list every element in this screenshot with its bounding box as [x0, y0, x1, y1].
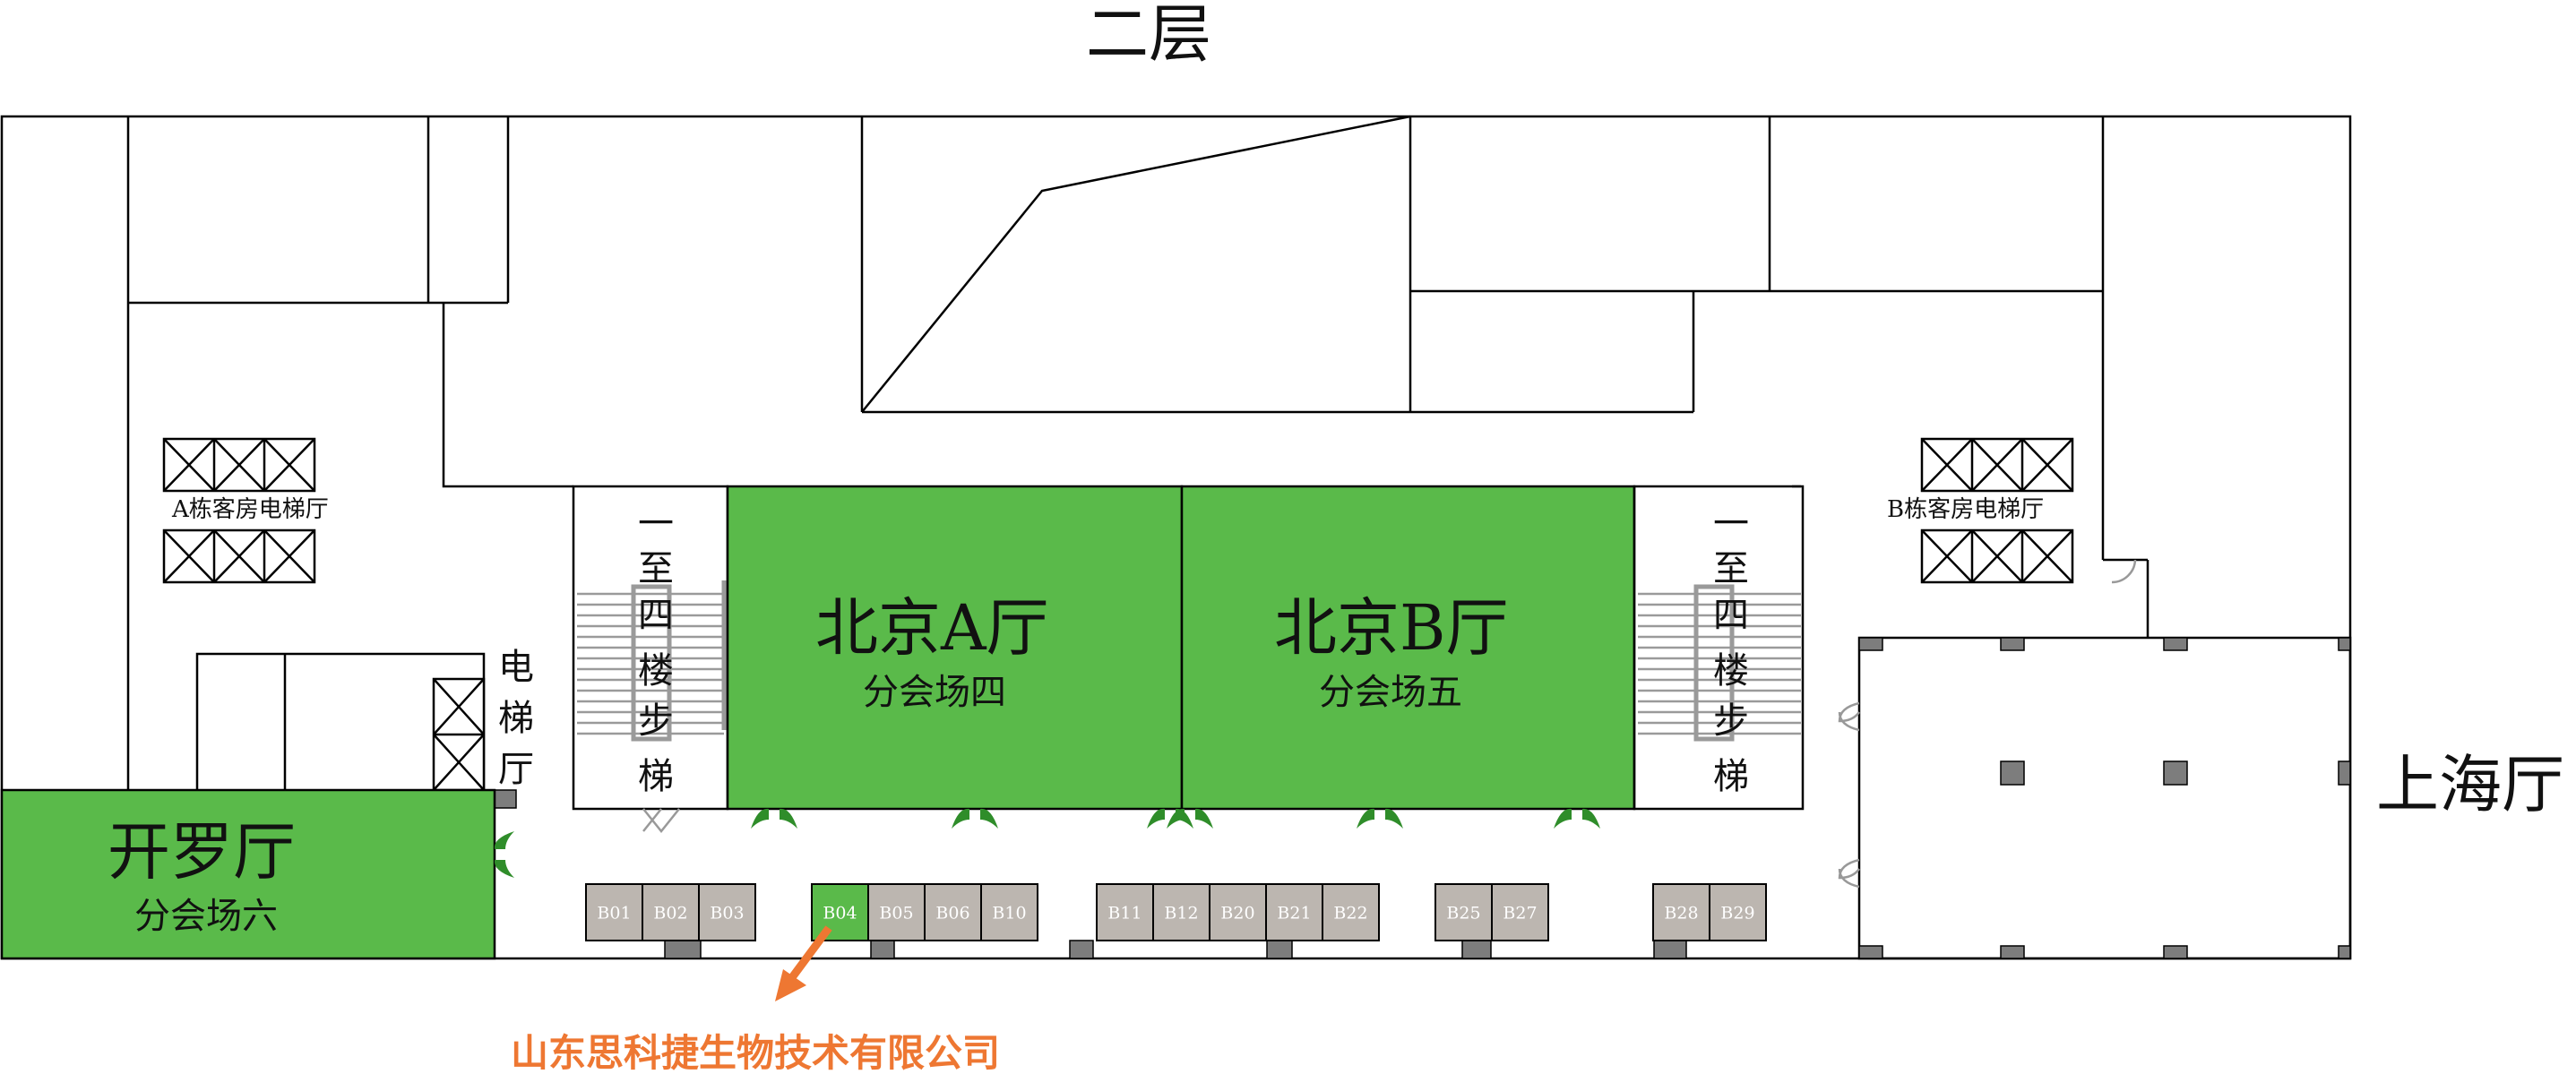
booth-label: B04 [823, 904, 857, 924]
booth-label: B28 [1664, 904, 1698, 924]
booth-label: B03 [710, 904, 744, 924]
booth-box [1096, 883, 1154, 941]
booth-box [1265, 883, 1323, 941]
stair-left-char-6: 梯 [638, 756, 674, 797]
hall-shanghai-name: 上海厅 [2376, 748, 2564, 821]
stair-left-char-1: 一 [638, 503, 674, 545]
booth-b21[interactable]: B21 [1265, 883, 1323, 941]
stair-right-char-2: 至 [1713, 548, 1749, 589]
lift-label-char-2: 梯 [498, 698, 534, 739]
lift-room-left: 电 梯 厅 [195, 647, 534, 809]
booth-label: B25 [1446, 904, 1480, 924]
stair-right: 一 至 四 楼 步 梯 [1633, 485, 1805, 811]
booth-box [1709, 883, 1767, 941]
booth-b28[interactable]: B28 [1652, 883, 1710, 941]
lift-label-char-1: 电 [498, 647, 534, 688]
elevator-shafts-b-bottom [1920, 528, 2074, 584]
hall-cairo-name: 开罗厅 [108, 815, 296, 889]
hall-beijing-b[interactable]: 北京B厅 分会场五 [1167, 485, 1636, 829]
hall-cairo-session: 分会场六 [134, 896, 278, 937]
booth-label: B22 [1333, 904, 1367, 924]
hall-beijing-b-session: 分会场五 [1319, 672, 1462, 713]
booth-box [1322, 883, 1380, 941]
booth-b29[interactable]: B29 [1709, 883, 1767, 941]
booth-b03[interactable]: B03 [698, 883, 756, 941]
door-beijing-a-2 [952, 808, 998, 829]
stair-left-char-5: 步 [638, 700, 674, 742]
booth-box [1652, 883, 1710, 941]
hall-beijing-a-session: 分会场四 [863, 672, 1006, 713]
stair-left-char-2: 至 [638, 548, 674, 589]
door-beijing-a-3 [1147, 808, 1193, 829]
hall-beijing-a[interactable]: 北京A厅 分会场四 [726, 485, 1193, 829]
booth-box [1209, 883, 1267, 941]
booth-box [867, 883, 926, 941]
door-cairo [494, 831, 514, 878]
stair-left: 一 至 四 楼 步 梯 [572, 485, 729, 834]
booth-b01[interactable]: B01 [585, 883, 643, 941]
stair-right-char-5: 步 [1713, 700, 1749, 742]
booth-b06[interactable]: B06 [924, 883, 982, 941]
elevator-hall-b: B栋客房电梯厅 [1887, 437, 2074, 584]
outer-wall [0, 115, 2352, 960]
booth-b10[interactable]: B10 [980, 883, 1038, 941]
door-beijing-b-1 [1167, 808, 1213, 829]
elevator-hall-a: A栋客房电梯厅 [162, 437, 329, 584]
booth-label: B06 [935, 904, 969, 924]
door-beijing-b-2 [1357, 808, 1403, 829]
booth-b25[interactable]: B25 [1434, 883, 1493, 941]
corridor-pillars [664, 940, 1687, 959]
elevator-shafts-a-top [162, 437, 316, 493]
booth-label: B01 [597, 904, 631, 924]
booth-b12[interactable]: B12 [1152, 883, 1210, 941]
booth-b05[interactable]: B05 [867, 883, 926, 941]
booth-label: B11 [1107, 904, 1142, 924]
hall-cairo[interactable]: 开罗厅 分会场六 [0, 788, 514, 960]
booth-label: B27 [1503, 904, 1537, 924]
stair-right-char-4: 楼 [1713, 650, 1749, 692]
top-centre-rooms [860, 115, 2150, 638]
booth-label: B20 [1220, 904, 1254, 924]
booth-label: B29 [1720, 904, 1754, 924]
top-left-rooms [126, 116, 573, 790]
booth-b02[interactable]: B02 [642, 883, 700, 941]
booth-box [1152, 883, 1210, 941]
booth-box [980, 883, 1038, 941]
booth-b20[interactable]: B20 [1209, 883, 1267, 941]
booth-label: B21 [1277, 904, 1311, 924]
booth-box [585, 883, 643, 941]
booth-box [1491, 883, 1549, 941]
stair-right-char-6: 梯 [1713, 756, 1749, 797]
elevator-hall-a-label: A栋客房电梯厅 [171, 496, 329, 523]
lift-label-char-3: 厅 [498, 749, 534, 790]
exhibitor-name[interactable]: 山东思科捷生物技术有限公司 [511, 1031, 1000, 1074]
hall-beijing-b-name: 北京B厅 [1274, 591, 1508, 665]
booth-label: B02 [653, 904, 687, 924]
stair-right-char-3: 四 [1713, 595, 1749, 636]
booth-b11[interactable]: B11 [1096, 883, 1154, 941]
booth-row: B01 B02 B03 B04 B05 B06 B10 B11 B12 B20 B21 B22 B25 B… [585, 883, 1767, 941]
elevator-shafts-a-bottom [162, 528, 316, 584]
booth-box [698, 883, 756, 941]
stair-left-char-4: 楼 [638, 650, 674, 692]
door-beijing-a-1 [751, 808, 797, 829]
stair-right-char-1: 一 [1713, 503, 1749, 545]
booth-box [811, 883, 869, 941]
booth-b22[interactable]: B22 [1322, 883, 1380, 941]
hall-shanghai[interactable]: 上海厅 [1838, 636, 2564, 960]
hall-beijing-a-name: 北京A厅 [815, 591, 1049, 665]
door-beijing-b-3 [1554, 808, 1600, 829]
booth-label: B10 [992, 904, 1026, 924]
stair-left-char-3: 四 [638, 595, 674, 636]
booth-label: B12 [1164, 904, 1198, 924]
booth-label: B05 [879, 904, 913, 924]
elevator-shafts-b-top [1920, 437, 2074, 493]
booth-b27[interactable]: B27 [1491, 883, 1549, 941]
elevator-hall-b-label: B栋客房电梯厅 [1887, 496, 2044, 523]
booth-b04[interactable]: B04 [811, 883, 869, 941]
exhibitor-arrow [775, 925, 832, 1001]
floor-title: 二层 [1086, 0, 1211, 71]
